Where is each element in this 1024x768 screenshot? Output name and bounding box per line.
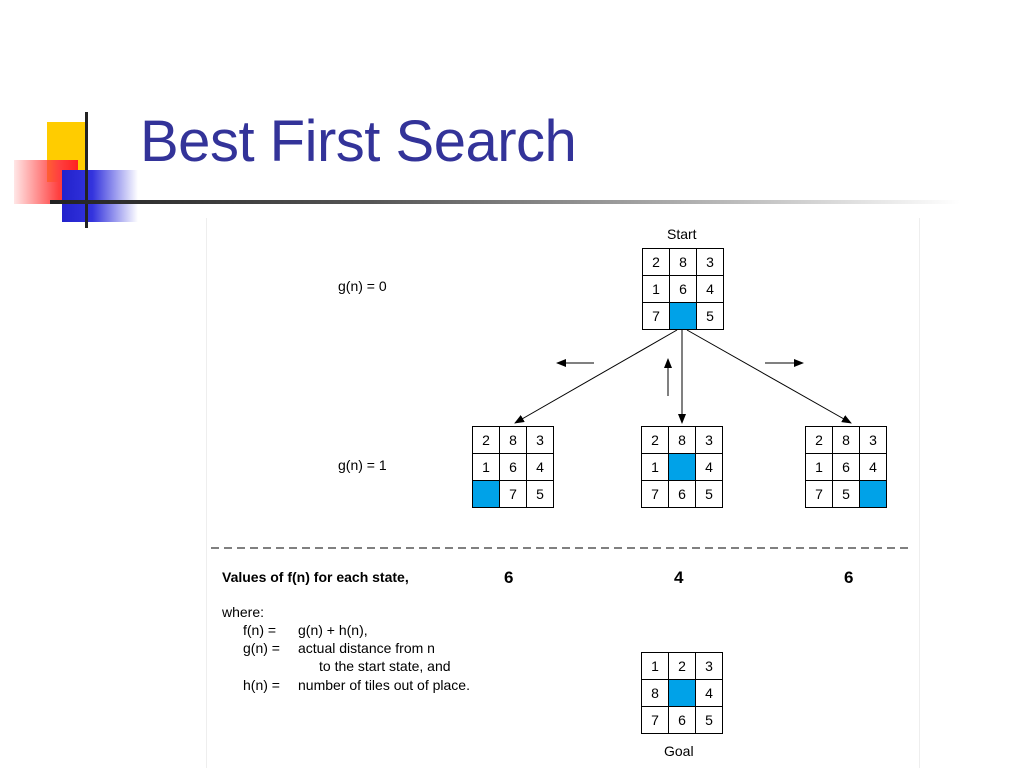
g0-label: g(n) = 0 — [338, 278, 387, 294]
tile: 5 — [696, 707, 723, 734]
tile: 8 — [500, 427, 527, 454]
legend-h-key: h(n) = — [243, 677, 280, 693]
legend-f-key: f(n) = — [243, 622, 277, 638]
tile: 3 — [696, 653, 723, 680]
tile: 2 — [806, 427, 833, 454]
legend-g-value: actual distance from n — [298, 640, 435, 656]
blank-tile — [670, 303, 697, 330]
legend-g-value-cont: to the start state, and — [319, 658, 451, 674]
tile: 1 — [643, 276, 670, 303]
tile: 3 — [527, 427, 554, 454]
f-value-left: 6 — [504, 568, 514, 587]
tile: 8 — [670, 249, 697, 276]
start-label: Start — [667, 226, 697, 242]
tile: 4 — [527, 454, 554, 481]
blank-tile — [669, 680, 696, 707]
tile: 4 — [697, 276, 724, 303]
tile: 5 — [697, 303, 724, 330]
blank-tile — [860, 481, 887, 508]
tile: 1 — [806, 454, 833, 481]
tile: 1 — [473, 454, 500, 481]
where-label: where: — [222, 604, 265, 620]
decor-blue-square — [62, 170, 138, 222]
slide-title: Best First Search — [140, 109, 577, 174]
tile: 1 — [642, 653, 669, 680]
g1-label: g(n) = 1 — [338, 457, 387, 473]
tile: 2 — [643, 249, 670, 276]
tile: 5 — [527, 481, 554, 508]
tile: 8 — [833, 427, 860, 454]
tile: 3 — [860, 427, 887, 454]
fvalues-heading: Values of f(n) for each state, — [222, 569, 409, 585]
legend-f-value: g(n) + h(n), — [298, 622, 368, 638]
blank-tile — [669, 454, 696, 481]
tile: 6 — [669, 481, 696, 508]
f-value-middle: 4 — [674, 568, 684, 587]
tile: 7 — [643, 303, 670, 330]
tile: 5 — [696, 481, 723, 508]
arrow-to-right-child — [686, 329, 852, 424]
tile: 7 — [642, 707, 669, 734]
tile: 3 — [697, 249, 724, 276]
tile: 6 — [669, 707, 696, 734]
tile: 6 — [670, 276, 697, 303]
f-value-right: 6 — [844, 568, 854, 587]
tile: 2 — [473, 427, 500, 454]
arrow-to-left-child — [514, 329, 678, 424]
tile: 3 — [696, 427, 723, 454]
tile: 2 — [669, 653, 696, 680]
tile: 7 — [500, 481, 527, 508]
tile: 8 — [642, 680, 669, 707]
legend-g-key: g(n) = — [243, 640, 280, 656]
tile: 4 — [860, 454, 887, 481]
tile: 7 — [642, 481, 669, 508]
decor-vertical-line — [85, 112, 88, 228]
diagram-lines — [211, 329, 909, 549]
goal-label: Goal — [664, 743, 694, 759]
tile: 8 — [669, 427, 696, 454]
title-underline — [50, 200, 960, 204]
blank-tile — [473, 481, 500, 508]
legend-h-value: number of tiles out of place. — [298, 677, 470, 693]
tile: 6 — [833, 454, 860, 481]
tile: 4 — [696, 680, 723, 707]
tile: 7 — [806, 481, 833, 508]
tile: 1 — [642, 454, 669, 481]
tile: 6 — [500, 454, 527, 481]
tile: 2 — [642, 427, 669, 454]
tile: 4 — [696, 454, 723, 481]
tile: 5 — [833, 481, 860, 508]
